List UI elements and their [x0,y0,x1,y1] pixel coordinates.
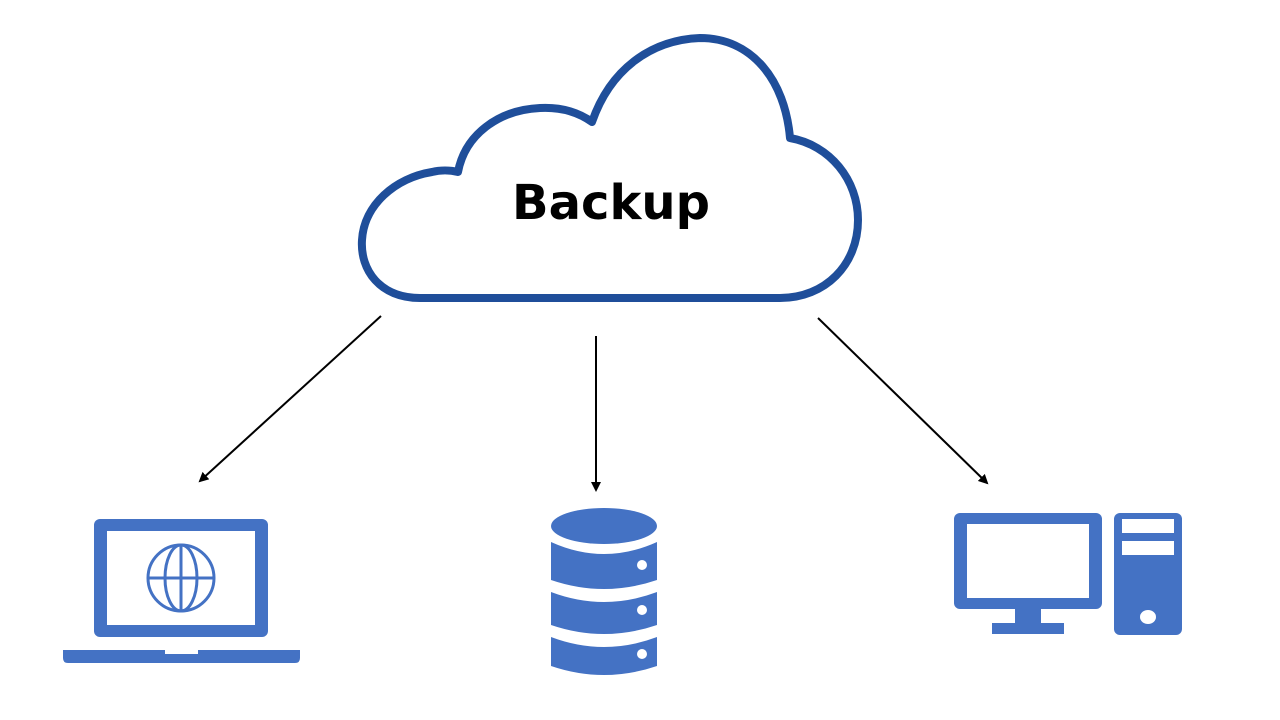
database-icon [551,508,657,675]
desktop-computer-icon [954,513,1182,635]
tower-icon [1114,513,1182,635]
laptop-globe-icon [63,519,300,663]
globe-icon [146,543,216,613]
arrow-to-laptop [198,315,382,483]
monitor-icon [954,513,1102,634]
arrow-to-desktop [817,317,989,485]
cloud-icon [357,34,862,302]
cloud-node: Backup [357,34,862,302]
cloud-label: Backup [512,175,710,231]
